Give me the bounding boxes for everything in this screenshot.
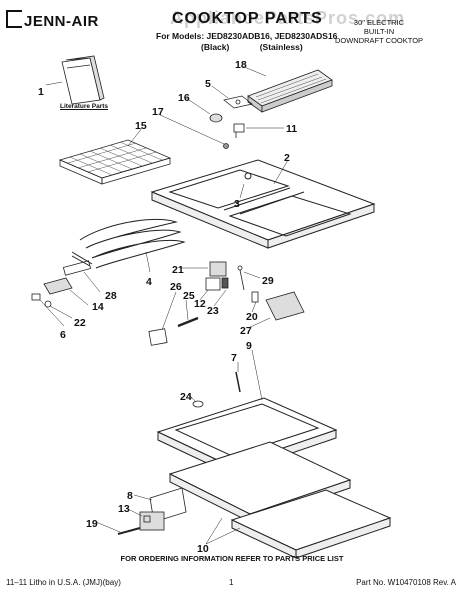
bracket-clip xyxy=(233,123,245,138)
callout-8: 8 xyxy=(127,490,133,502)
callout-15: 15 xyxy=(135,120,147,132)
callout-26: 26 xyxy=(170,281,182,293)
callout-29: 29 xyxy=(262,275,274,287)
power-cord-clamp xyxy=(117,527,141,535)
grommet xyxy=(223,143,229,149)
callout-5: 5 xyxy=(205,78,211,90)
screw xyxy=(235,371,241,393)
callout-2: 2 xyxy=(284,152,290,164)
base-box xyxy=(168,441,392,559)
callout-27: 27 xyxy=(240,325,252,337)
callout-25: 25 xyxy=(183,290,195,302)
litho-note: 11–11 Litho in U.S.A. (JMJ)(bay) xyxy=(6,578,121,587)
wire-connector xyxy=(251,291,259,303)
page-title: COOKTOP PARTS xyxy=(172,10,323,27)
switch xyxy=(205,277,229,291)
thermal-fuse xyxy=(237,265,245,291)
harness-strip xyxy=(177,316,199,328)
description-line-3: DOWNDRAFT COOKTOP xyxy=(334,36,424,45)
callout-16: 16 xyxy=(178,92,190,104)
screw-clip xyxy=(31,293,41,301)
callout-24: 24 xyxy=(180,391,192,403)
leader-lines xyxy=(39,65,289,545)
callout-19: 19 xyxy=(86,518,98,530)
cooktop-frame xyxy=(150,159,376,249)
control-module xyxy=(139,511,165,531)
damper-washer xyxy=(192,400,204,408)
product-description: 30" ELECTRIC BUILT-IN DOWNDRAFT COOKTOP xyxy=(324,18,434,45)
literature-booklet xyxy=(61,55,105,105)
callout-21: 21 xyxy=(172,264,184,276)
switch-bracket xyxy=(209,261,227,277)
vent-grille xyxy=(247,69,333,113)
callout-11: 11 xyxy=(286,123,298,135)
brand-name: JENN-AIR xyxy=(24,13,99,30)
receptacle xyxy=(43,277,73,295)
callout-28: 28 xyxy=(105,290,117,302)
relay-module xyxy=(265,291,305,321)
ordering-note: FOR ORDERING INFORMATION REFER TO PARTS … xyxy=(120,554,344,563)
callout-22: 22 xyxy=(74,317,86,329)
callout-10: 10 xyxy=(197,543,209,555)
callout-14: 14 xyxy=(92,301,104,313)
callout-6: 6 xyxy=(60,329,66,341)
callout-9: 9 xyxy=(246,340,252,352)
description-line-1: 30" ELECTRIC xyxy=(353,18,405,27)
literature-parts-label: Literature Parts xyxy=(60,103,109,110)
callout-17: 17 xyxy=(152,106,164,118)
knob xyxy=(209,113,223,123)
grill-grate xyxy=(58,139,172,185)
callout-20: 20 xyxy=(246,311,258,323)
description-line-2: BUILT-IN xyxy=(363,27,395,36)
callout-18: 18 xyxy=(235,59,247,71)
page-number: 1 xyxy=(229,578,234,587)
callout-3: 3 xyxy=(234,198,240,210)
callout-13: 13 xyxy=(118,503,130,515)
callout-7: 7 xyxy=(231,352,237,364)
callout-1: 1 xyxy=(38,86,44,98)
washer xyxy=(44,300,52,308)
filter-bracket xyxy=(223,95,253,109)
element-terminal-block xyxy=(62,260,92,276)
terminal-plate xyxy=(148,328,168,346)
models-line: For Models: JED8230ADB16, JED8230ADS16 xyxy=(156,31,338,41)
callout-4: 4 xyxy=(146,276,152,288)
callout-12: 12 xyxy=(194,298,206,310)
brand-logo: JENN-AIR xyxy=(6,10,99,30)
callout-23: 23 xyxy=(207,305,219,317)
part-number: Part No. W10470108 Rev. A xyxy=(356,578,456,587)
brand-mark-icon xyxy=(6,10,22,28)
watermark: AppliancePartsPros.com xyxy=(170,8,406,28)
variants-line: (Black) (Stainless) xyxy=(201,42,303,52)
